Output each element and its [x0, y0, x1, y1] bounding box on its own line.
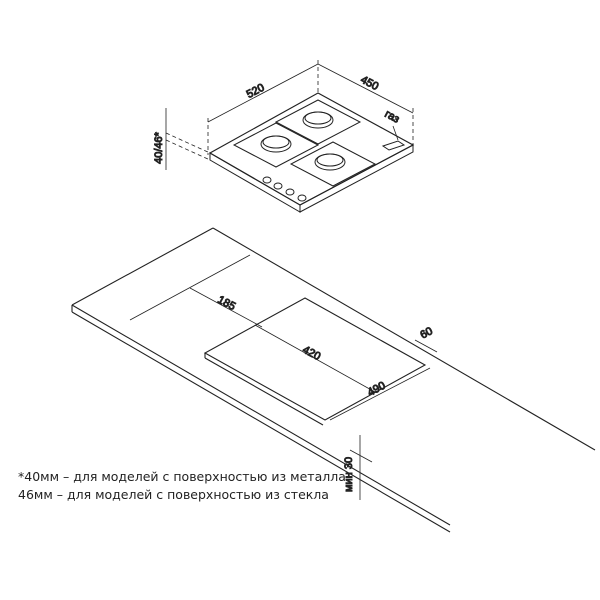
gas-connector	[381, 140, 406, 151]
dim-60: 60	[418, 325, 434, 341]
cutout-dimension-lines	[129, 254, 438, 500]
cutout	[203, 297, 427, 426]
grate-left	[232, 122, 320, 168]
dim-min-30: мин 30	[343, 457, 355, 492]
grate-right	[289, 141, 377, 187]
dim-450: 450	[358, 74, 380, 93]
gas-label: газ	[383, 108, 402, 126]
dim-420: 420	[300, 344, 322, 363]
control-knobs	[262, 176, 307, 202]
note-glass: 46мм – для моделей с поверхностью из сте…	[18, 487, 329, 502]
note-metal: *40мм – для моделей с поверхностью из ме…	[18, 469, 346, 484]
hob	[208, 92, 415, 213]
grate-back	[274, 99, 362, 145]
dim-520: 520	[245, 82, 267, 101]
dim-185: 185	[215, 294, 237, 313]
dim-490: 490	[366, 380, 388, 399]
countertop	[71, 227, 596, 533]
dim-height: 40/46*	[153, 131, 165, 164]
